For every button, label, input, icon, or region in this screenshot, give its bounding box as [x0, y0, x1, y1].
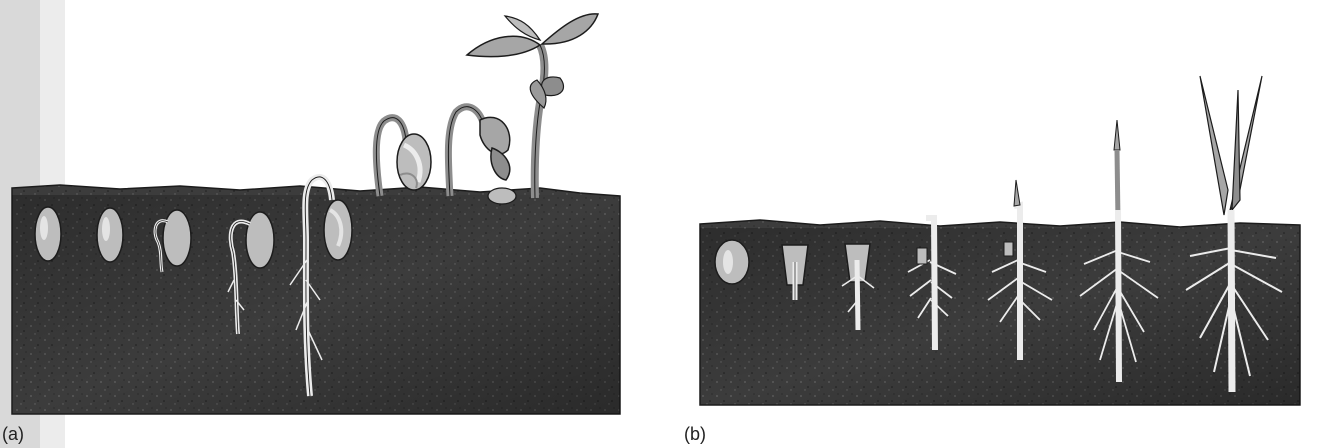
- leaf: [542, 14, 598, 44]
- panel-a-seedling-1: [35, 207, 61, 261]
- panel-a-seedling-8: [467, 14, 598, 198]
- panel-a-seedling-2: [97, 208, 123, 262]
- panel-b-seedling-1: [715, 240, 749, 284]
- panel-a-seedling-7: [448, 107, 516, 204]
- leaf: [467, 36, 540, 56]
- panel-a-seedling-6: [376, 118, 431, 196]
- panel-b-label: (b): [684, 424, 706, 445]
- panel-b-monocot-germination: [700, 76, 1300, 405]
- panel-a-label: (a): [2, 424, 24, 445]
- panel-a-dicot-germination: [12, 14, 620, 414]
